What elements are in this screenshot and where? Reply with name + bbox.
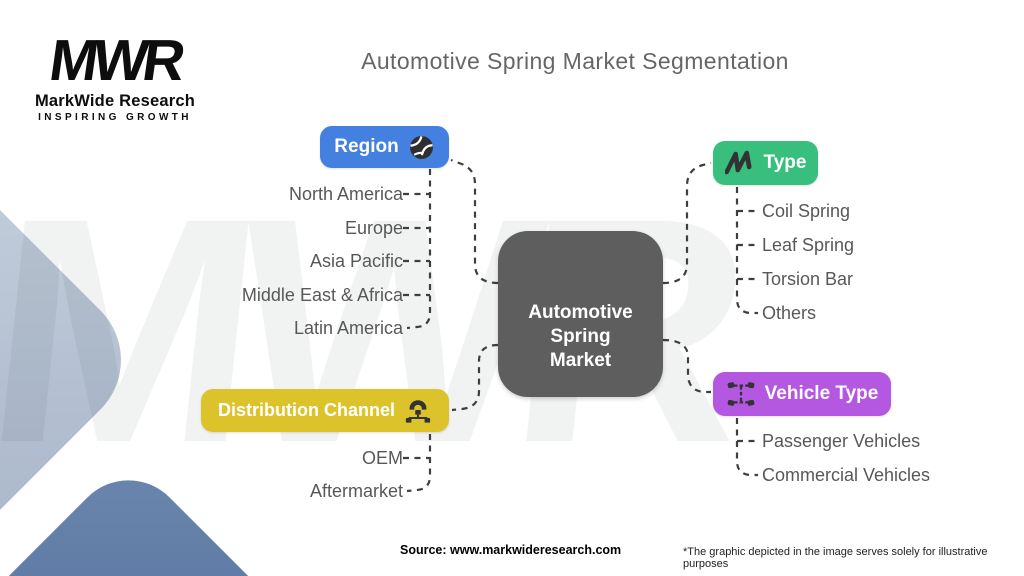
region-item-latin-america: Latin America: [293, 318, 403, 338]
distribution-category-pill: Distribution Channel: [201, 389, 449, 432]
type-item-coil-spring: Coil Spring: [762, 201, 851, 221]
connector-region-spine: [406, 169, 432, 330]
central-node: Automotive Spring Market: [498, 231, 663, 397]
markwide-logo: MWR MarkWide Research Inspiring Growth: [30, 28, 200, 123]
vehicle-label: Vehicle Type: [764, 383, 879, 404]
page-title: Automotive Spring Market Segmentation: [361, 48, 789, 74]
type-item-leaf-spring: Leaf Spring: [762, 235, 855, 255]
vehicle-item-commercial: Commercial Vehicles: [762, 465, 931, 485]
logo-company-name: MarkWide Research: [34, 92, 196, 110]
distribution-item-aftermarket: Aftermarket: [309, 481, 403, 501]
central-node-label: Automotive Spring Market: [528, 302, 633, 371]
globe-icon: [408, 134, 435, 161]
chassis-icon: [726, 380, 756, 408]
type-item-torsion-bar: Torsion Bar: [762, 269, 854, 289]
region-item-middle-east-africa: Middle East & Africa: [241, 285, 403, 305]
region-item-asia-pacific: Asia Pacific: [309, 251, 403, 271]
region-category-pill: Region: [320, 126, 449, 168]
type-category-pill: Type: [713, 141, 818, 185]
region-label: Region: [334, 136, 399, 157]
type-label: Type: [763, 152, 807, 173]
connector-type-spine: [735, 187, 758, 315]
connector-center-to-vehicle: [662, 338, 711, 394]
vehicle-category-pill: Vehicle Type: [713, 372, 891, 416]
distribution-label: Distribution Channel: [218, 400, 395, 420]
vehicle-item-passenger: Passenger Vehicles: [762, 431, 921, 451]
sitemap-icon: [404, 397, 432, 424]
type-item-others: Others: [762, 303, 817, 323]
logo-monogram: MWR: [45, 28, 185, 93]
distribution-item-oem: OEM: [361, 448, 403, 468]
source-text: Source: www.markwideresearch.com: [400, 543, 622, 557]
connector-center-to-type: [662, 161, 712, 285]
region-item-north-america: North America: [288, 184, 403, 204]
connector-distribution-spine: [406, 434, 432, 493]
connector-center-to-distribution: [451, 343, 499, 412]
connector-vehicle-spine: [735, 418, 758, 477]
connector-center-to-region: [450, 158, 499, 285]
logo-tagline: Inspiring Growth: [38, 112, 192, 123]
spring-icon: [724, 150, 755, 176]
disclaimer-text: *The graphic depicted in the image serve…: [683, 546, 988, 570]
region-item-europe: Europe: [344, 218, 403, 238]
